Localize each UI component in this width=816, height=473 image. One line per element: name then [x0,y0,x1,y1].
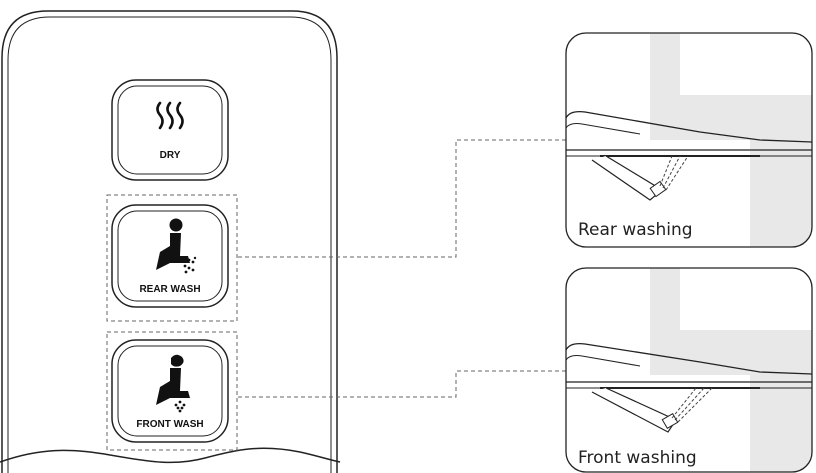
rear-wash-button[interactable]: REAR WASH [106,194,238,322]
front-washing-illustration: Front washing [565,267,813,473]
seated-person-front-spray-icon [156,354,190,413]
control-panel [0,10,341,473]
dry-label: DRY [160,150,181,161]
rear-wash-leader-line [238,139,566,258]
rear-washing-caption: Rear washing [578,220,693,240]
front-wash-label: FRONT WASH [136,419,203,430]
rear-wash-label: REAR WASH [139,284,200,295]
dry-button[interactable]: DRY [111,79,229,181]
seated-person-rear-spray-icon [156,218,197,274]
rear-washing-illustration: Rear washing [565,32,813,248]
front-washing-caption: Front washing [578,448,697,468]
front-wash-button[interactable]: FRONT WASH [106,331,238,451]
front-wash-leader-line [238,370,566,398]
heat-waves-icon [156,101,184,130]
